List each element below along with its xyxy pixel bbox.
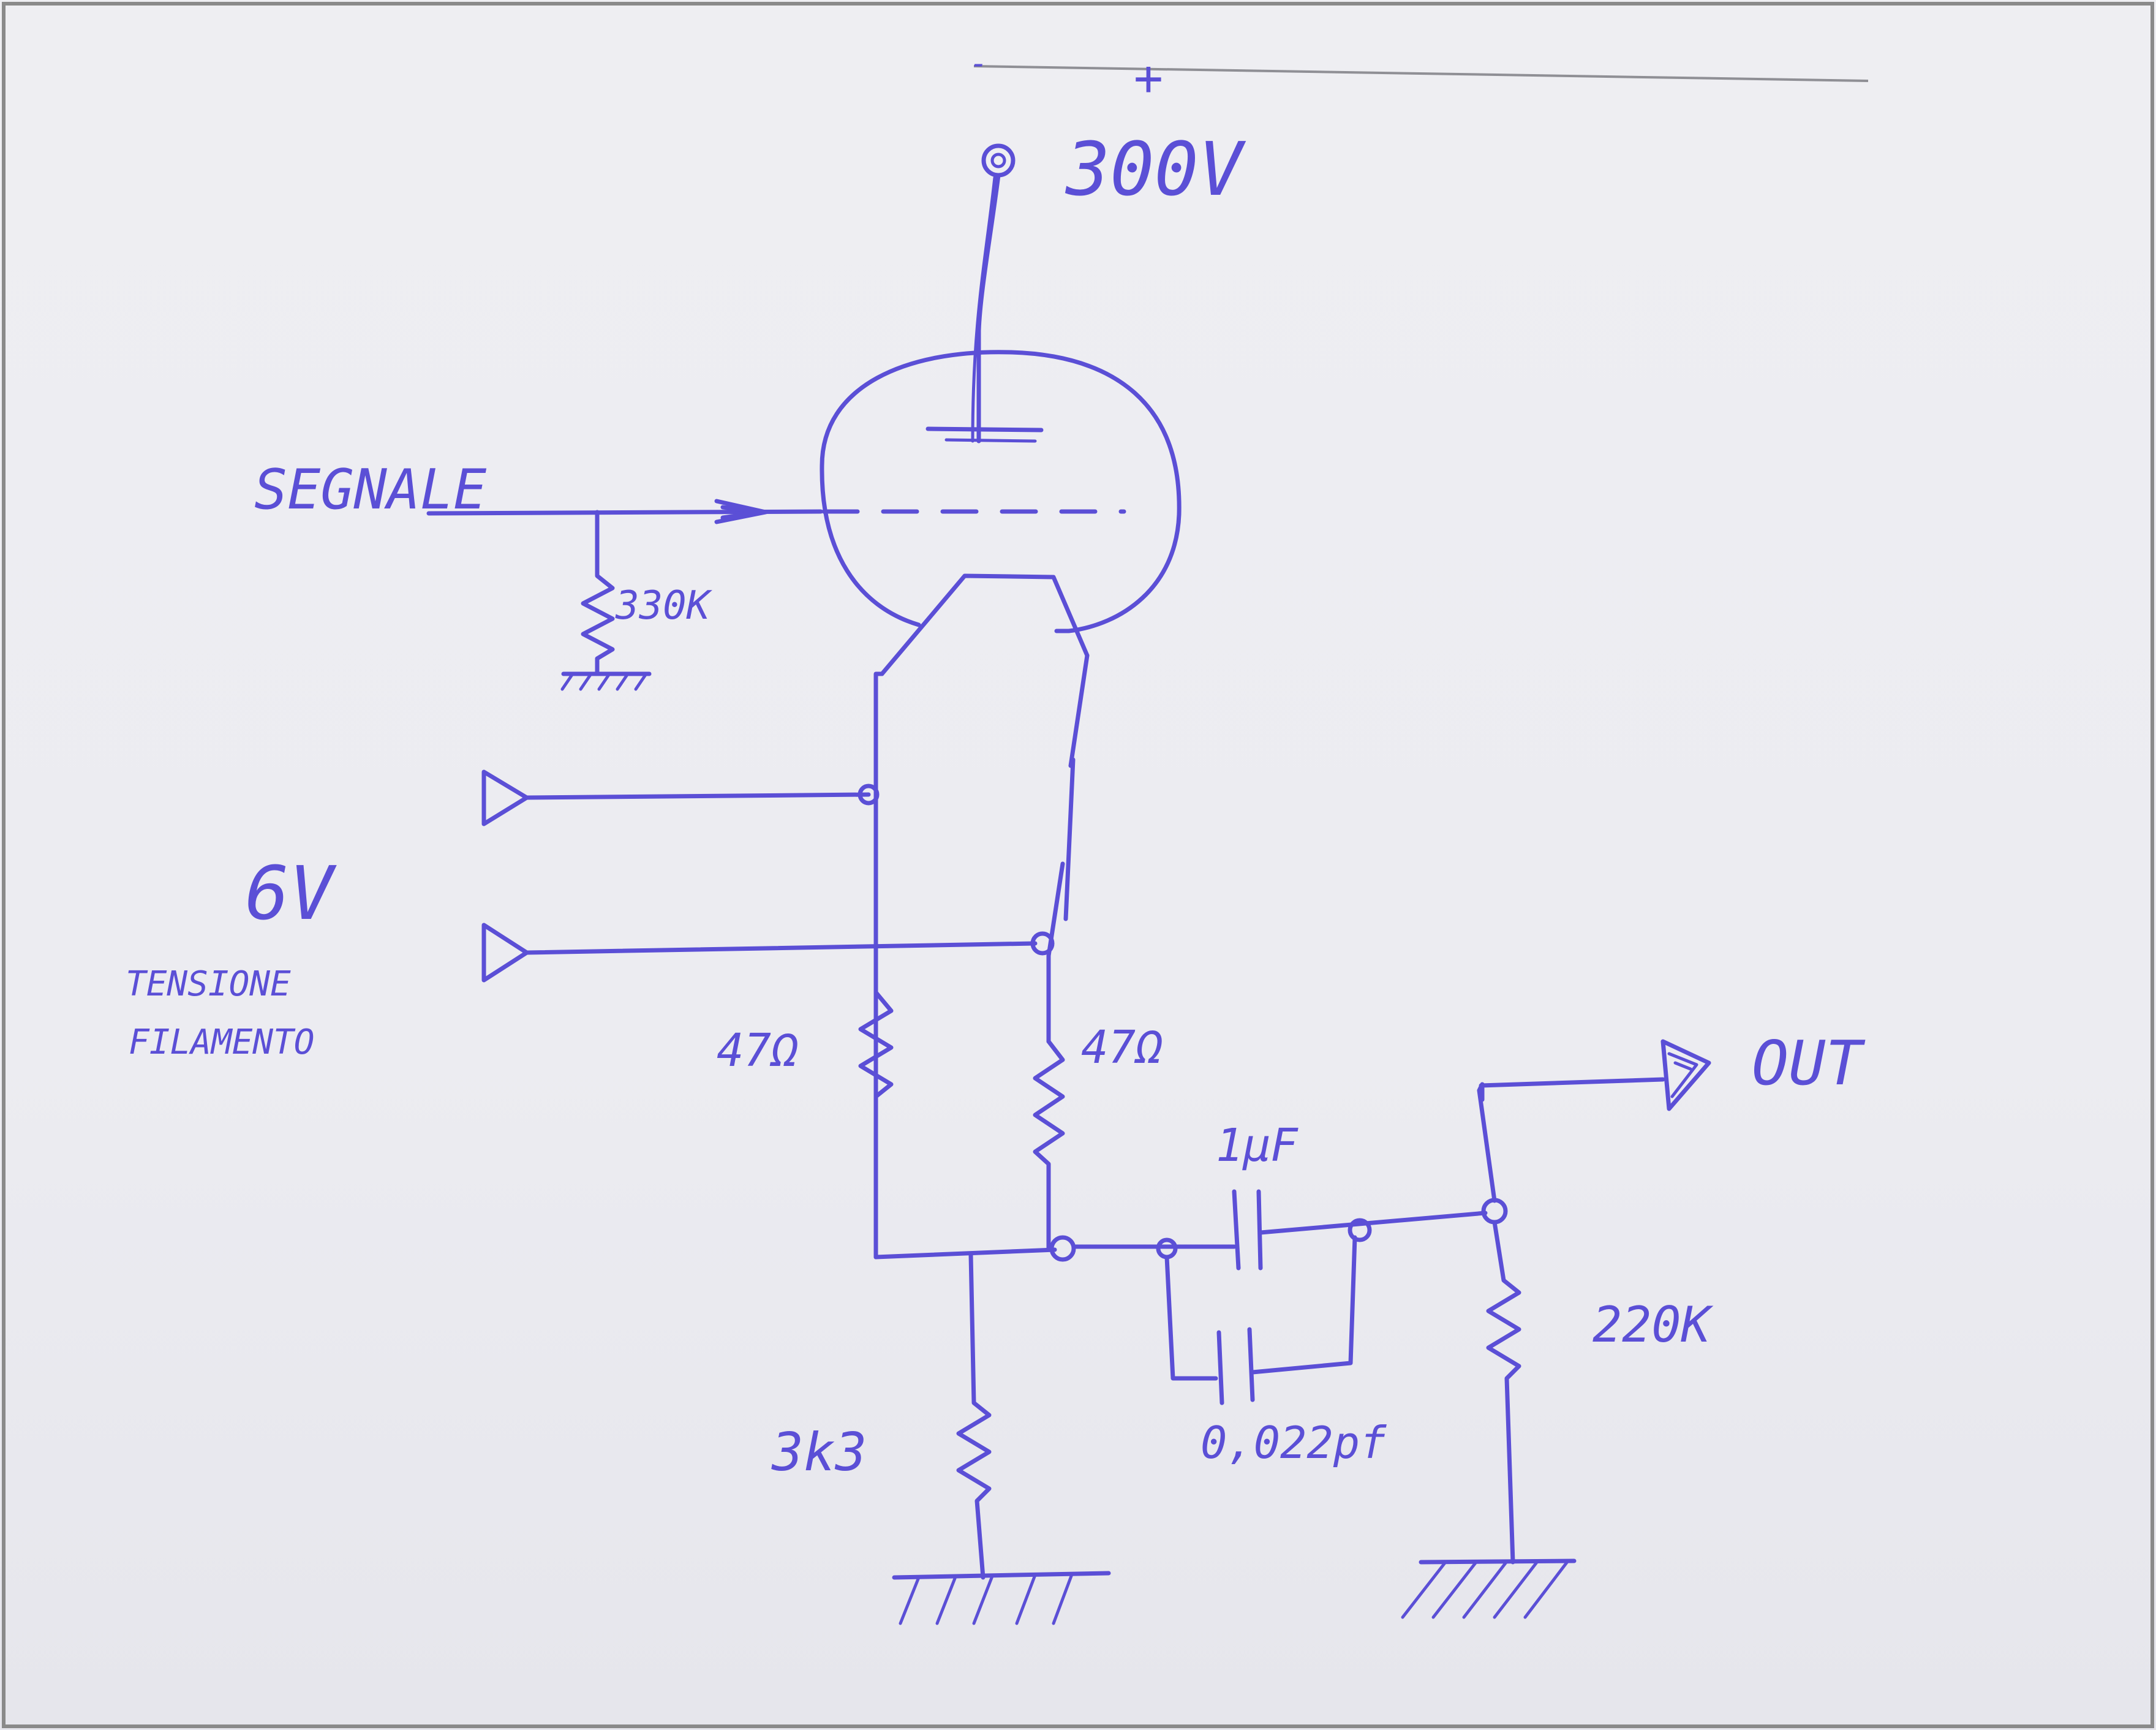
supply-terminal [981,143,1016,178]
output-resistor [1486,1220,1521,1565]
cap-output-wire [1258,1211,1488,1235]
filament-voltage-label: 6V [245,852,337,937]
filament-terminal-top [481,769,529,826]
tube-plate [925,426,1044,432]
tube-cathode [880,573,1090,676]
junction-dot [858,784,880,806]
heater-lead-left [873,671,884,1260]
resistor-right [1033,1039,1065,1252]
cathode-ground-symbol [892,1571,1111,1625]
bypass-capacitor [1216,1327,1255,1405]
output-terminal [1660,1039,1711,1111]
filament-caption-line2: FILAMENTO [129,1022,314,1062]
filament-terminal-bottom [481,923,529,983]
junction-dot [1030,931,1055,956]
bypass-wire-right [1250,1235,1357,1375]
input-arrow [714,499,768,524]
grid-resistor [581,510,615,676]
cathode-bus [873,1247,1057,1260]
tube-envelope [820,350,1182,633]
resistor-right-label: 47Ω [1081,1021,1163,1074]
filament-wire-bottom [524,941,1038,955]
tube-plate-retrace [944,438,1037,443]
cathode-resistor [956,1252,992,1580]
coupling-capacitor-label: 1µF [1216,1119,1298,1172]
resistor-left-label: 47Ω [717,1024,799,1077]
grid-ground-symbol [560,671,652,691]
junction-dot [1348,1218,1372,1242]
supply-plus-label: + [1134,50,1163,107]
coupling-capacitor [1232,1189,1263,1271]
supply-voltage-label: 300V [1065,127,1246,213]
output-wire [1477,1077,1665,1203]
output-resistor-label: 220K [1593,1296,1713,1353]
supply-rail-line [973,65,1869,82]
resistor-left [858,990,894,1099]
plate-lead [976,173,1001,444]
plate-lead-retrace [971,176,997,443]
cathode-resistor-label: 3k3 [771,1422,867,1483]
heater-lead-right [1046,653,1090,1044]
output-ground-symbol [1401,1558,1577,1619]
grid-resistor-label: 330K [615,583,713,629]
output-terminal-fill [1667,1052,1698,1098]
bypass-wire-left [1164,1255,1218,1381]
supply-minus-label: - [970,45,988,81]
junction-dot [1481,1198,1508,1225]
output-label: OUT [1752,1027,1866,1099]
bypass-capacitor-label: 0,022pf [1200,1417,1387,1468]
filament-caption-line1: TENSIONE [126,964,291,1004]
filament-wire-top [524,792,871,800]
